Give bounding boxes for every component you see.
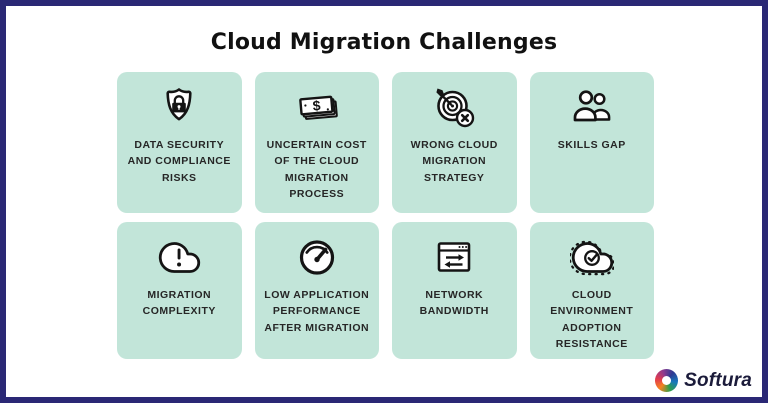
softura-logo: Softura bbox=[655, 369, 752, 392]
target-miss-icon bbox=[432, 85, 476, 129]
speedometer-icon bbox=[295, 235, 339, 279]
challenge-card: $ UNCERTAIN COST OF THE CLOUD MIGRATION … bbox=[254, 72, 379, 213]
challenge-label: LOW APPLICATION PERFORMANCE AFTER MIGRAT… bbox=[264, 289, 370, 334]
challenge-card: LOW APPLICATION PERFORMANCE AFTER MIGRAT… bbox=[254, 222, 379, 359]
shield-lock-icon bbox=[157, 85, 201, 129]
challenge-card: CLOUD ENVIRONMENT ADOPTION RESISTANCE bbox=[529, 222, 654, 359]
cloud-alert-icon bbox=[157, 235, 201, 279]
money-stack-icon: $ bbox=[295, 85, 339, 129]
cloud-check-icon bbox=[569, 235, 614, 279]
challenge-label: WRONG CLOUD MIGRATION STRATEGY bbox=[410, 139, 498, 184]
people-icon bbox=[570, 85, 614, 129]
svg-text:$: $ bbox=[312, 97, 321, 114]
challenge-card: NETWORK BANDWIDTH bbox=[392, 222, 517, 359]
challenge-card: WRONG CLOUD MIGRATION STRATEGY bbox=[392, 72, 517, 213]
challenge-card: DATA SECURITY AND COMPLIANCE RISKS bbox=[117, 72, 242, 213]
softura-ring-icon bbox=[655, 369, 679, 392]
softura-logo-text: Softura bbox=[684, 369, 752, 391]
challenge-card: SKILLS GAP bbox=[529, 72, 654, 213]
challenge-label: DATA SECURITY AND COMPLIANCE RISKS bbox=[127, 139, 231, 184]
page-title: Cloud Migration Challenges bbox=[210, 30, 558, 55]
challenge-label: UNCERTAIN COST OF THE CLOUD MIGRATION PR… bbox=[266, 139, 367, 200]
challenge-label: MIGRATION COMPLEXITY bbox=[142, 289, 216, 318]
challenge-label: CLOUD ENVIRONMENT ADOPTION RESISTANCE bbox=[550, 289, 634, 350]
challenges-grid: DATA SECURITY AND COMPLIANCE RISKS $ UNC… bbox=[117, 72, 654, 359]
challenge-card: MIGRATION COMPLEXITY bbox=[117, 222, 242, 359]
challenge-label: NETWORK BANDWIDTH bbox=[419, 289, 489, 318]
network-window-icon bbox=[432, 235, 476, 279]
challenge-label: SKILLS GAP bbox=[557, 139, 626, 151]
